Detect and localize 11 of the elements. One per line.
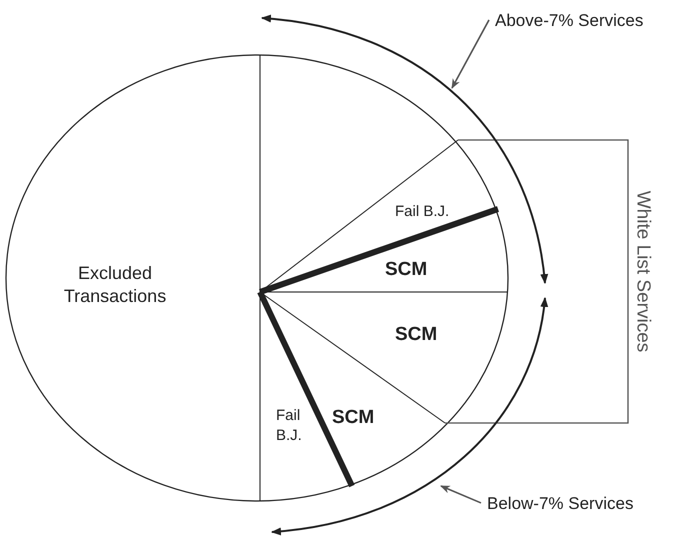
leader-line bbox=[440, 485, 482, 504]
callout-text: Above-7% Services bbox=[495, 10, 644, 32]
segment-label: SCM bbox=[332, 406, 374, 430]
callout-text: Below-7% Services bbox=[487, 493, 634, 516]
region-label: Excluded Transactions bbox=[62, 262, 168, 308]
leader-line bbox=[451, 20, 490, 89]
region-label: Fail B.J. bbox=[276, 406, 303, 445]
segment-label: SCM bbox=[385, 258, 428, 282]
vertical-label: White List Services bbox=[634, 190, 652, 354]
segment-label: SCM bbox=[395, 323, 438, 347]
region-label: Fail B.J. bbox=[395, 202, 450, 222]
